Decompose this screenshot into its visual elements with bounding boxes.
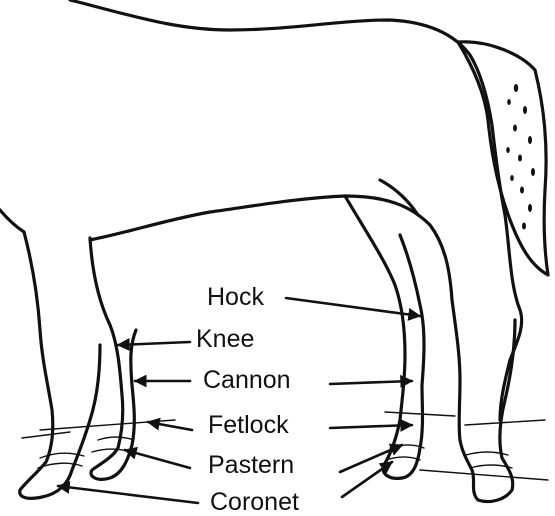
chest-outline bbox=[0, 210, 24, 232]
pastern-label: Pastern bbox=[208, 453, 294, 478]
near-front-leg bbox=[20, 232, 100, 498]
belly-outline bbox=[90, 196, 452, 300]
hock-label: Hock bbox=[207, 285, 264, 310]
fetlock-label: Fetlock bbox=[208, 413, 289, 438]
cannon-label: Cannon bbox=[203, 368, 291, 393]
near-hind-leg bbox=[452, 300, 515, 502]
far-front-leg bbox=[90, 238, 136, 479]
knee-label: Knee bbox=[196, 327, 254, 352]
coronet-arrow-left bbox=[58, 486, 198, 503]
far-hind-leg bbox=[345, 196, 424, 478]
horse-back-outline bbox=[70, 0, 522, 420]
tail-outline bbox=[458, 42, 548, 275]
pastern-arrow-left bbox=[125, 450, 190, 468]
knee-arrow bbox=[118, 342, 190, 345]
cannon-arrow-right bbox=[330, 381, 412, 384]
stifle-outline bbox=[380, 180, 418, 215]
fetlock-arrow-left bbox=[148, 422, 192, 430]
coronet-label: Coronet bbox=[210, 490, 299, 515]
tail-speckles bbox=[506, 84, 535, 230]
